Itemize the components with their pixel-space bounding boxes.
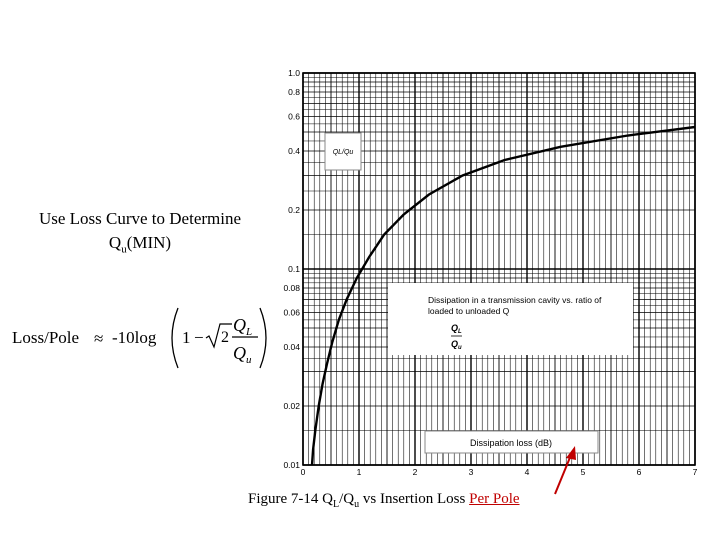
y-tick-label: 0.04 [283, 342, 300, 352]
x-tick-labels: 0 1 2 3 4 5 6 7 [301, 467, 698, 477]
qu-rest: (MIN) [126, 233, 172, 252]
side-title-line1: Use Loss Curve to Determine [38, 209, 242, 228]
x-tick-label: 4 [525, 467, 530, 477]
qu-main: Q [108, 233, 122, 252]
y-tick-label: 0.8 [288, 87, 300, 97]
y-tick-labels: 1.0 0.8 0.6 0.4 0.2 0.1 0.08 0.06 0.04 0.02 0.01 [283, 68, 300, 470]
formula-approx: ≈ [94, 329, 103, 348]
side-title-line2: Qu(MIN) [14, 231, 266, 261]
formula-lhs: Loss/Pole [12, 328, 79, 347]
x-tick-label: 2 [413, 467, 418, 477]
x-tick-label: 6 [637, 467, 642, 477]
formula-sqrt-num: 2 [221, 329, 229, 346]
per-pole-highlight: Per Pole [469, 491, 520, 507]
formula-den: Qu [233, 343, 252, 366]
x-tick-label: 5 [581, 467, 586, 477]
x-axis-label-box: Dissipation loss (dB) [424, 430, 599, 454]
loss-chart: 1.0 0.8 0.6 0.4 0.2 0.1 0.08 0.06 0.04 0.02 0.01 0… [283, 68, 698, 477]
y-tick-label: 0.6 [288, 111, 300, 121]
y-tick-label: 0.1 [288, 264, 300, 274]
x-tick-label: 0 [301, 467, 306, 477]
figure-caption: Figure 7-14 QL/Qu vs Insertion Loss Per … [248, 491, 520, 510]
x-tick-label: 3 [469, 467, 474, 477]
loss-curve-line [310, 125, 696, 466]
y-tick-label: 0.2 [288, 205, 300, 215]
chart-plot-frame [302, 72, 696, 466]
formula-sqrt-sign [205, 323, 232, 349]
legend-ratio-box: QL/Qu [324, 132, 362, 171]
x-axis-label: Dissipation loss (dB) [470, 438, 552, 448]
formula-right-paren [259, 307, 267, 369]
legend-ratio-label: QL/Qu [333, 149, 354, 156]
side-title: Use Loss Curve to Determine Qu(MIN) [14, 207, 266, 261]
formula-coef: -10log [112, 328, 157, 347]
y-tick-label: 0.01 [283, 460, 300, 470]
chart-title: Dissipation in a transmission cavity vs.… [428, 295, 602, 316]
chart-title-box: Dissipation in a transmission cavity vs.… [388, 283, 633, 355]
y-tick-label: 0.4 [288, 146, 300, 156]
formula-one: 1 [182, 328, 191, 347]
red-arrow-head [566, 446, 576, 460]
inset-ratio-num: QL [451, 323, 462, 335]
x-tick-label: 7 [693, 467, 698, 477]
formula-left-paren [171, 307, 179, 369]
y-tick-label: 0.08 [283, 283, 300, 293]
x-tick-label: 1 [357, 467, 362, 477]
y-tick-label: 1.0 [288, 68, 300, 78]
y-tick-label: 0.06 [283, 307, 300, 317]
qu-sub: u [121, 243, 127, 256]
y-tick-label: 0.02 [283, 401, 300, 411]
formula-minus: − [194, 328, 204, 347]
red-arrow-shaft [554, 454, 572, 495]
loss-formula: Loss/Pole ≈ -10log 1 − 2 QL Qu [12, 307, 267, 369]
formula-num: QL [233, 315, 252, 338]
inset-ratio-den: Qu [451, 339, 462, 351]
